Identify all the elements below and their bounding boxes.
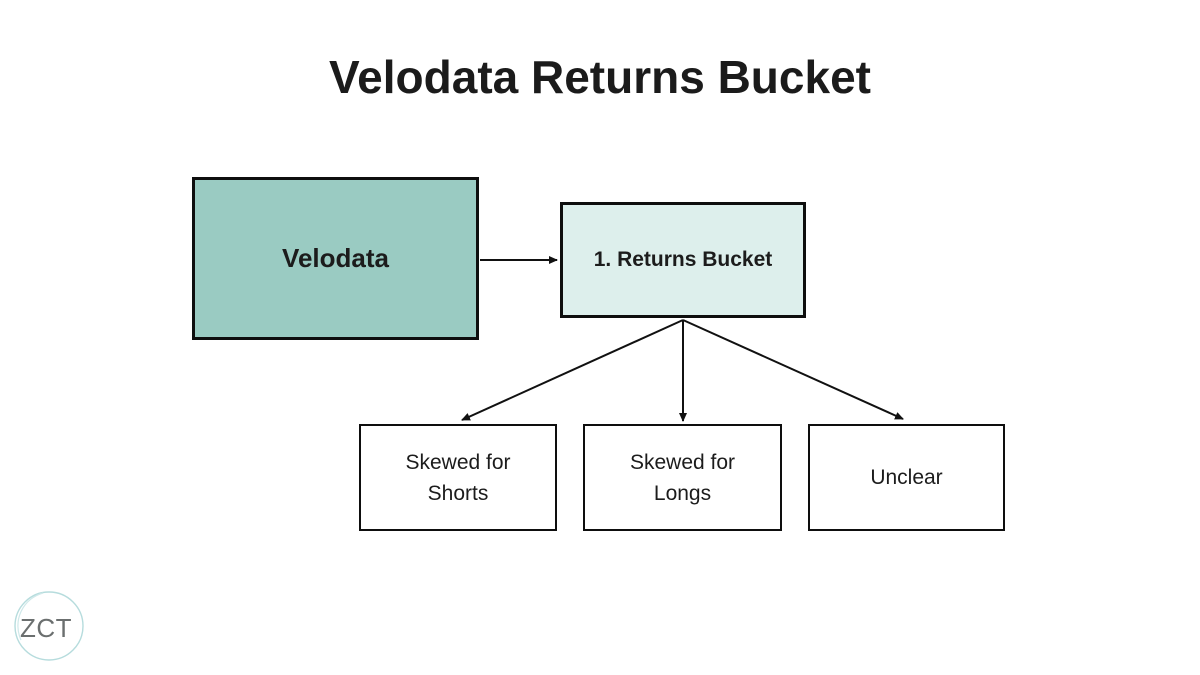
zct-logo-text: ZCT	[19, 613, 73, 643]
node-skewed-for-longs: Skewed for Longs	[583, 424, 782, 531]
node-skewed-for-longs-label: Skewed for Longs	[629, 450, 736, 505]
page-title: Velodata Returns Bucket	[329, 51, 871, 103]
node-returns-bucket: 1. Returns Bucket	[560, 202, 806, 318]
zct-logo: ZCT	[13, 590, 85, 662]
arrow-bucket-to-shorts	[461, 319, 684, 421]
node-velodata-label: Velodata	[282, 243, 389, 273]
arrow-bucket-to-unclear	[682, 319, 904, 420]
node-skewed-for-shorts: Skewed for Shorts	[359, 424, 557, 531]
node-skewed-for-shorts-label: Skewed for Shorts	[405, 450, 511, 505]
zct-logo-ring-icon	[14, 591, 84, 661]
node-unclear: Unclear	[808, 424, 1005, 531]
node-unclear-label: Unclear	[870, 466, 943, 489]
node-returns-bucket-label: 1. Returns Bucket	[593, 248, 773, 271]
node-velodata: Velodata	[192, 177, 479, 340]
